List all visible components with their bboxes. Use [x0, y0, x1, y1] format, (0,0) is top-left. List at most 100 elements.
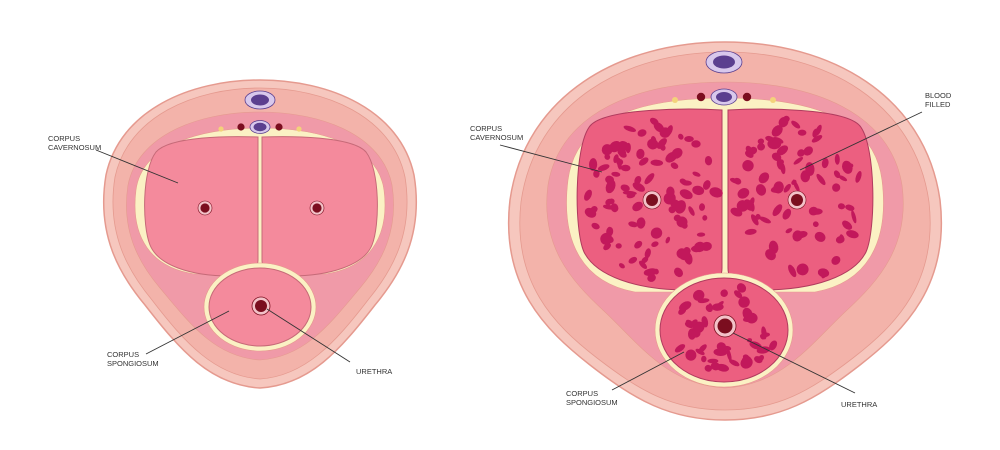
blood-space-icon — [632, 201, 643, 212]
blood-space-icon — [696, 232, 706, 237]
blood-space-icon — [656, 138, 667, 149]
blood-space-icon — [611, 171, 621, 177]
blood-space-icon — [761, 326, 767, 340]
blood-space-icon — [671, 147, 683, 159]
blood-space-icon — [604, 153, 611, 160]
blood-space-icon — [684, 136, 694, 142]
blood-space-icon — [736, 200, 749, 212]
blood-space-icon — [773, 181, 784, 194]
blood-space-icon — [690, 244, 702, 251]
blood-space-icon — [650, 136, 657, 145]
blood-space-icon — [757, 138, 765, 145]
blood-space-icon — [815, 124, 822, 136]
blood-space-icon — [816, 173, 826, 186]
blood-space-icon — [838, 175, 848, 182]
blood-space-icon — [738, 296, 750, 308]
blood-space-icon — [765, 135, 775, 142]
erect-nerve-right-icon — [770, 97, 776, 103]
blood-space-icon — [788, 264, 797, 278]
blood-space-icon — [758, 172, 770, 184]
blood-space-icon — [808, 206, 819, 216]
blood-space-icon — [742, 159, 754, 172]
blood-space-icon — [734, 290, 743, 299]
blood-space-icon — [688, 206, 695, 216]
blood-space-icon — [791, 179, 797, 185]
flaccid-cavernosum-leader — [95, 149, 179, 184]
blood-space-icon — [679, 301, 692, 311]
blood-space-icon — [817, 268, 830, 278]
blood-space-icon — [697, 298, 710, 304]
flaccid-spongiosum-leader — [145, 310, 230, 355]
flaccid-urethra-label: URETHRA — [356, 367, 392, 376]
blood-space-icon — [805, 162, 815, 176]
erect-cavernosal-artery-left-core-icon — [646, 194, 658, 206]
blood-space-icon — [620, 164, 631, 172]
blood-space-icon — [692, 171, 701, 177]
blood-space-icon — [842, 220, 853, 230]
blood-space-icon — [647, 274, 656, 282]
blood-space-icon — [685, 349, 697, 361]
blood-space-icon — [605, 198, 613, 206]
blood-space-icon — [681, 222, 688, 229]
blood-space-icon — [698, 203, 706, 211]
blood-space-icon — [634, 175, 642, 185]
blood-space-icon — [758, 354, 765, 362]
blood-space-icon — [670, 162, 679, 169]
flaccid-urethra-leader — [266, 308, 351, 363]
blood-space-icon — [745, 145, 753, 154]
blood-space-icon — [620, 184, 630, 192]
blood-space-icon — [846, 163, 854, 170]
blood-space-icon — [681, 180, 692, 186]
flaccid-spongiosum-label: CORPUS SPONGIOSUM — [107, 350, 159, 368]
erect-deep-vein-core-icon — [716, 92, 732, 102]
blood-space-icon — [705, 304, 713, 313]
blood-space-icon — [855, 171, 862, 183]
blood-space-icon — [685, 319, 694, 328]
erect-urethra-label: URETHRA — [841, 400, 877, 409]
blood-space-icon — [736, 283, 747, 293]
blood-space-icon — [834, 153, 840, 165]
blood-space-icon — [619, 151, 627, 158]
blood-space-icon — [651, 241, 659, 247]
blood-space-icon — [839, 234, 845, 243]
blood-space-icon — [757, 143, 765, 151]
blood-space-icon — [778, 116, 789, 128]
blood-space-icon — [674, 200, 687, 214]
erect-cross-section — [507, 41, 943, 421]
blood-space-icon — [741, 355, 752, 365]
blood-space-icon — [618, 263, 625, 269]
blood-space-icon — [833, 170, 841, 178]
blood-space-icon — [673, 267, 684, 278]
blood-space-icon — [821, 158, 829, 169]
blood-space-icon — [803, 146, 813, 156]
blood-space-icon — [782, 208, 792, 220]
blood-space-icon — [597, 164, 610, 171]
blood-space-icon — [591, 222, 600, 230]
erect-urethra-icon — [717, 318, 733, 334]
blood-space-icon — [605, 179, 616, 194]
blood-space-icon — [733, 177, 742, 185]
blood-space-icon — [636, 148, 645, 159]
erect-blood-leader — [799, 111, 923, 171]
blood-space-icon — [750, 214, 759, 226]
blood-space-icon — [698, 344, 707, 353]
blood-space-icon — [831, 255, 841, 265]
blood-space-icon — [772, 204, 783, 217]
blood-space-icon — [638, 157, 649, 166]
blood-space-icon — [737, 188, 750, 199]
erect-cavernosal-artery-right-core-icon — [791, 194, 803, 206]
flaccid-deep-vein-core-icon — [253, 122, 267, 132]
blood-space-icon — [693, 289, 705, 301]
blood-space-icon — [726, 348, 732, 362]
blood-space-icon — [637, 129, 647, 137]
blood-space-icon — [793, 156, 804, 165]
blood-space-icon — [707, 358, 719, 364]
erect-nerve-left-icon — [672, 97, 678, 103]
blood-space-icon — [765, 249, 776, 261]
blood-space-icon — [811, 135, 823, 143]
blood-space-icon — [632, 182, 645, 192]
blood-space-icon — [701, 355, 707, 363]
blood-space-icon — [729, 359, 740, 367]
blood-space-icon — [709, 187, 723, 198]
